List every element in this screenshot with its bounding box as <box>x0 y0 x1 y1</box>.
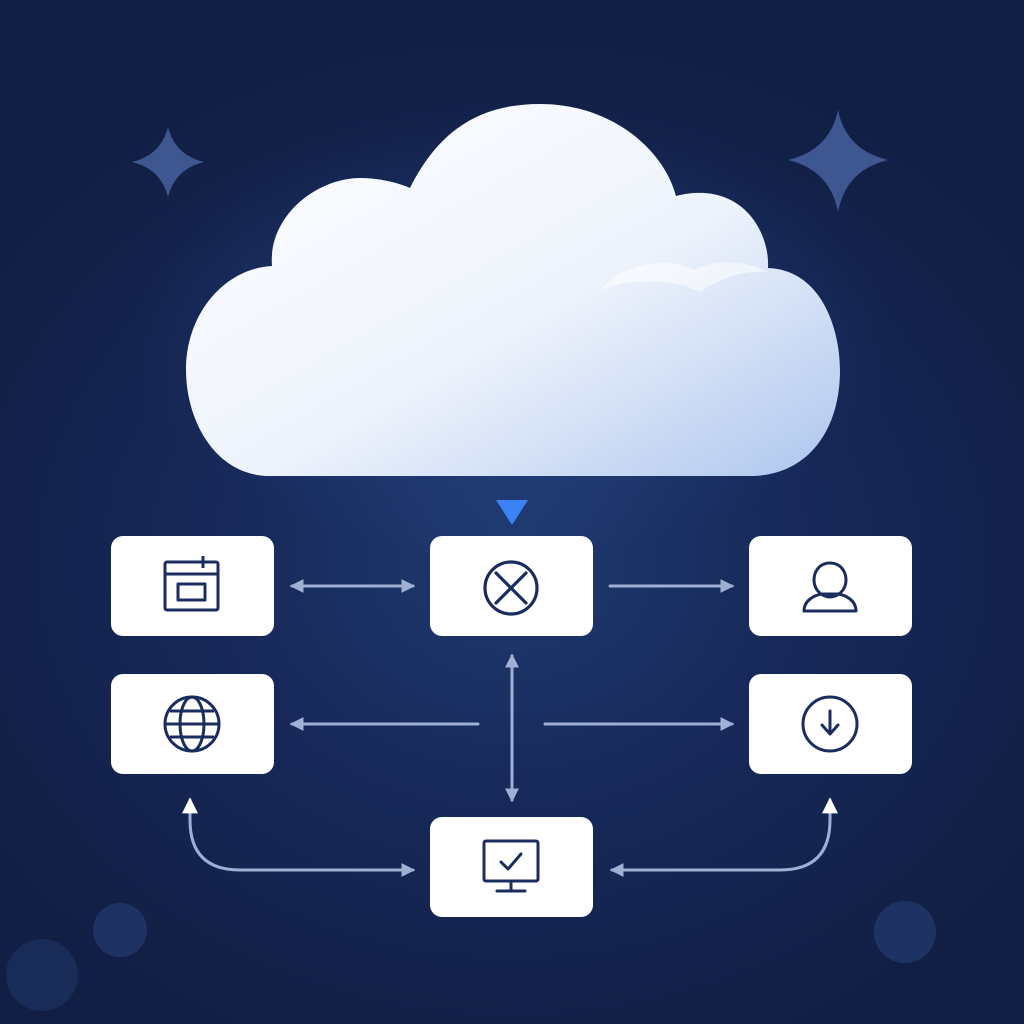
node-globe[interactable] <box>111 674 274 774</box>
download-icon <box>801 695 859 753</box>
monitor-check-icon <box>482 839 540 893</box>
sparkle-icon <box>788 110 888 212</box>
globe-icon <box>163 695 221 753</box>
connector-globe-monitor <box>182 797 416 877</box>
calendar-icon <box>163 556 220 612</box>
connector-download-monitor <box>609 797 838 877</box>
pointer-icon <box>496 500 528 525</box>
node-hub[interactable] <box>430 536 593 636</box>
node-monitor[interactable] <box>430 817 593 917</box>
background-bubble <box>874 901 936 963</box>
node-calendar[interactable] <box>111 536 274 636</box>
connectors <box>182 579 838 877</box>
node-user[interactable] <box>749 536 912 636</box>
user-icon <box>802 561 858 613</box>
node-download[interactable] <box>749 674 912 774</box>
sparkle-icon <box>132 127 204 197</box>
close-circle-icon <box>483 560 539 616</box>
background-bubble <box>93 903 147 957</box>
cloud-icon <box>186 104 840 476</box>
background-bubble <box>6 939 78 1011</box>
